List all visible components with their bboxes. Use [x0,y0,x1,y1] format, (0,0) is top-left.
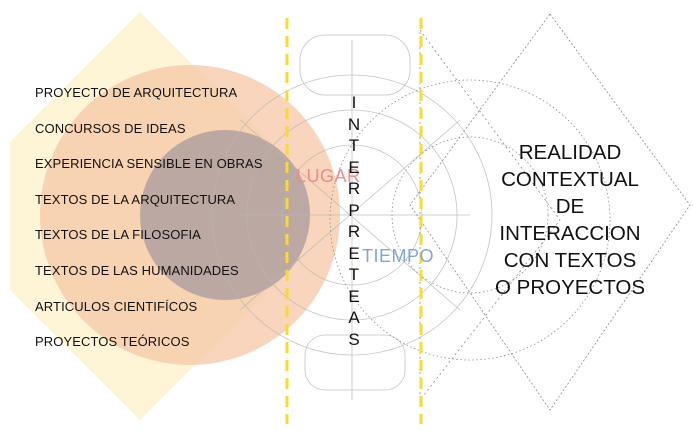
vertical-letter: S [348,329,360,349]
vertical-letter: A [348,308,360,327]
right-outline-shapes [329,13,691,411]
vertical-letter: N [347,114,361,134]
vertical-letter: E [348,157,360,177]
tiempo-label: TIEMPO [362,246,435,266]
lugar-label: LUGAR [296,166,361,186]
source-item: PROYECTOS TEÓRICOS [35,334,190,350]
gray-circle [140,130,310,300]
floor-plan-sketch [211,34,493,400]
result-line: CON TEXTOS [503,249,637,272]
vertical-letter: P [348,200,360,220]
source-item: TEXTOS DE LAS HUMANIDADES [35,262,239,278]
vertical-letter: T [348,265,360,284]
source-item: CONCURSOS DE IDEAS [35,120,186,136]
result-text: REALIDAD CONTEXTUAL DE INTERACCION CON T… [470,139,670,301]
result-line: O PROYECTOS [495,276,645,299]
vertical-letter: E [348,243,360,263]
source-item: TEXTOS DE LA ARQUITECTURA [35,191,236,207]
source-item: ARTICULOS CIENTIFÍCOS [35,298,198,314]
result-line: INTERACCION [499,222,641,245]
source-item: TEXTOS DE LA FILOSOFIA [35,227,201,243]
vertical-letter: T [348,136,360,155]
vertical-letter: R [347,222,361,241]
result-line: DE [555,195,585,218]
result-line: CONTEXTUAL [501,168,639,191]
vertical-letter: E [348,286,360,306]
source-item: EXPERIENCIA SENSIBLE EN OBRAS [35,156,263,172]
source-list: PROYECTO DE ARQUITECTURA CONCURSOS DE ID… [35,84,287,369]
vertical-letter: R [347,179,361,198]
vertical-word: I N T E R P R E T E A S [341,92,367,350]
result-line: REALIDAD [518,141,622,164]
source-item: PROYECTO DE ARQUITECTURA [35,85,238,100]
vertical-letter: I [351,93,357,112]
